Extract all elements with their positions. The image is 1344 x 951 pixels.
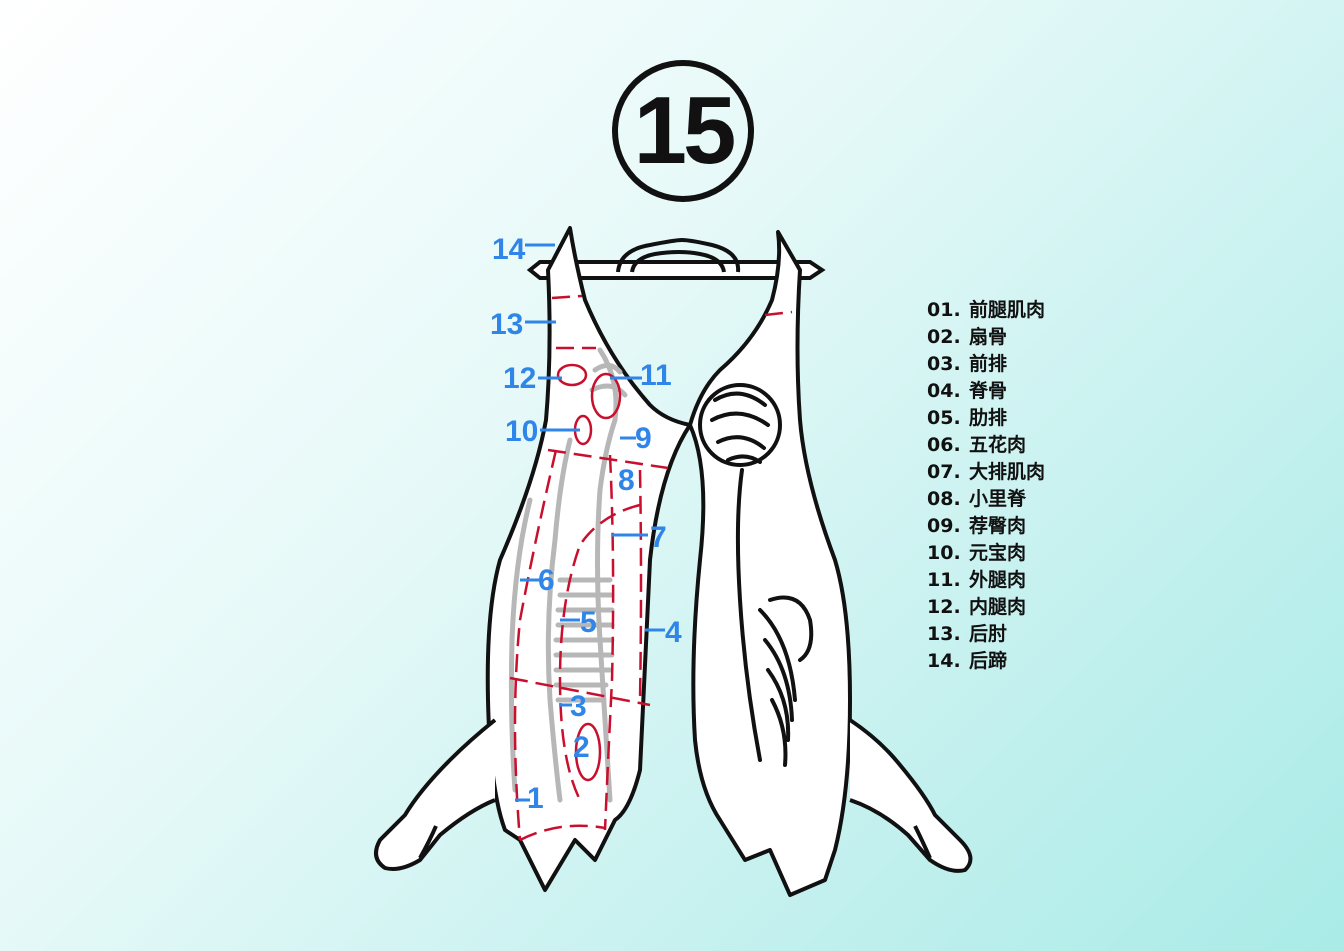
- cut-legend: 01.前腿肌肉 02.扇骨 03.前排 04.脊骨 05.肋排 06.五花肉 0…: [927, 297, 1045, 675]
- legend-item: 09.荐臀肉: [927, 515, 1027, 537]
- callout-7: 7: [650, 521, 667, 554]
- hanging-bar: [526, 237, 826, 280]
- legend-item: 07.大排肌肉: [927, 461, 1046, 483]
- callout-9: 9: [635, 422, 652, 455]
- callout-3: 3: [570, 690, 587, 723]
- callout-13: 13: [490, 308, 523, 341]
- legend-item: 08.小里脊: [927, 488, 1027, 510]
- legend-item: 12.内腿肉: [927, 596, 1027, 618]
- callout-labels: 14 13 12 11 10 9 8 7 6 5 4 3 2 1: [490, 233, 682, 815]
- callouts: [515, 243, 665, 802]
- callout-10: 10: [505, 415, 538, 448]
- cut-lines: [509, 294, 793, 842]
- legend-item: 13.后肘: [927, 623, 1008, 645]
- callout-6: 6: [538, 564, 555, 597]
- callout-11: 11: [640, 359, 672, 392]
- callout-12: 12: [503, 362, 536, 395]
- legend-item: 14.后蹄: [927, 650, 1008, 672]
- legend-item: 03.前排: [927, 353, 1008, 375]
- diagram-number-badge: 15: [612, 60, 754, 202]
- right-bone-structure: [698, 383, 814, 767]
- diagram-number: 15: [633, 77, 737, 184]
- legend-item: 10.元宝肉: [927, 542, 1027, 564]
- callout-8: 8: [618, 464, 635, 497]
- callout-1: 1: [527, 782, 544, 815]
- callout-4: 4: [665, 616, 682, 649]
- right-half-carcass: [688, 230, 973, 897]
- legend-item: 02.扇骨: [927, 326, 1008, 348]
- legend-item: 05.肋排: [927, 407, 1008, 429]
- left-half-carcass: [374, 226, 692, 892]
- callout-2: 2: [573, 731, 590, 764]
- legend-item: 04.脊骨: [927, 380, 1008, 402]
- left-bone-structure: [508, 347, 628, 803]
- legend-item: 01.前腿肌肉: [927, 299, 1046, 321]
- callout-14: 14: [492, 233, 526, 266]
- callout-5: 5: [580, 606, 597, 639]
- legend-item: 06.五花肉: [927, 434, 1027, 456]
- legend-item: 11.外腿肉: [927, 569, 1027, 591]
